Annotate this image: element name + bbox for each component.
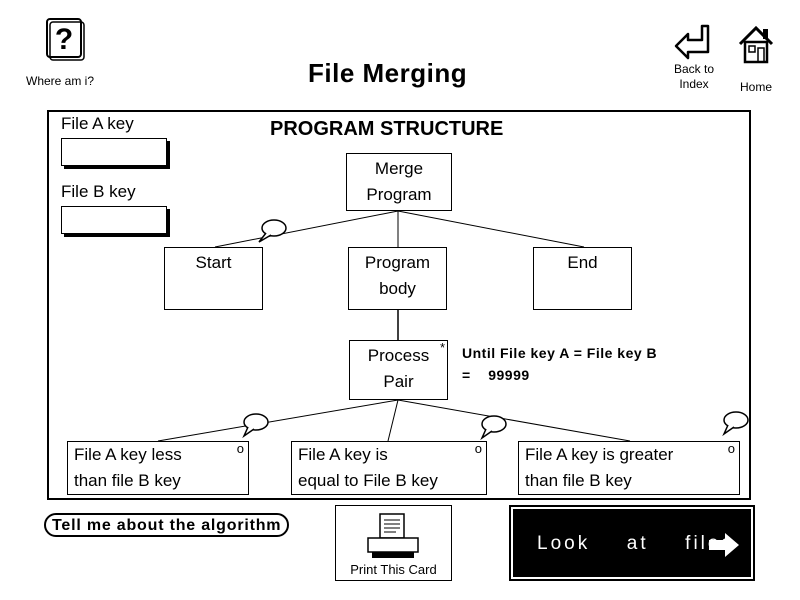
look-at-files-button[interactable]: Look at files <box>509 505 755 581</box>
printer-icon <box>367 513 419 558</box>
start-label: Start <box>195 253 232 272</box>
print-card-label: Print This Card <box>350 562 437 577</box>
selection-marker-equal: o <box>474 441 482 456</box>
equal-to-box: File A key is equal to File B key o <box>291 441 487 495</box>
back-arrow-icon <box>674 24 710 60</box>
selection-marker-greater: o <box>727 441 735 456</box>
greater-line1: File A key is greater <box>525 445 674 464</box>
process-pair-line2: Pair <box>383 372 414 391</box>
file-b-key-label: File B key <box>61 182 136 201</box>
help-button[interactable]: ? <box>44 16 85 61</box>
home-label: Home <box>739 80 772 94</box>
file-a-key-field[interactable] <box>61 138 167 166</box>
diagram-title: PROGRAM STRUCTURE <box>270 118 504 140</box>
file-b-key-field[interactable] <box>61 206 167 234</box>
home-button[interactable]: Home <box>736 24 776 94</box>
greater-line2: than file B key <box>525 471 632 490</box>
arrow-right-icon <box>709 533 739 557</box>
question-mark-icon: ? <box>46 18 85 61</box>
less-line2: than file B key <box>74 471 181 490</box>
greater-info-bubble-icon[interactable] <box>720 410 752 437</box>
process-pair-line1: Process <box>367 346 430 365</box>
back-label-line1: Back to <box>673 62 715 76</box>
merge-program-line2: Program <box>366 185 432 204</box>
program-body-box: Program body <box>348 247 447 310</box>
file-a-key-label: File A key <box>61 114 134 133</box>
back-to-index-button[interactable]: Back to Index <box>668 22 720 92</box>
back-label-line2: Index <box>679 77 709 91</box>
merge-program-box: Merge Program <box>346 153 452 211</box>
program-structure-panel <box>47 110 751 500</box>
equal-line1: File A key is <box>298 445 388 464</box>
end-label: End <box>567 253 598 272</box>
greater-than-box: File A key is greater than file B key o <box>518 441 740 495</box>
selection-marker-less: o <box>236 441 244 456</box>
start-box: Start <box>164 247 263 310</box>
iteration-marker: * <box>439 340 445 355</box>
print-card-button[interactable]: Print This Card <box>335 505 452 581</box>
until-line1: Until File key A = File key B <box>462 345 658 361</box>
home-icon <box>738 25 774 64</box>
less-info-bubble-icon[interactable] <box>240 412 272 439</box>
equal-info-bubble-icon[interactable] <box>478 414 510 441</box>
merge-program-line1: Merge <box>374 159 424 178</box>
equal-line2: equal to File B key <box>298 471 438 490</box>
end-box: End <box>533 247 632 310</box>
program-body-line2: body <box>379 279 416 298</box>
less-line1: File A key less <box>74 445 182 464</box>
svg-text:?: ? <box>55 23 73 56</box>
until-condition: Until File key A = File key B = 99999 <box>462 342 657 386</box>
until-line2: = 99999 <box>462 367 530 383</box>
program-body-line1: Program <box>364 253 431 272</box>
start-info-bubble-icon[interactable] <box>256 218 288 244</box>
help-label: Where am i? <box>26 74 95 88</box>
page-title: File Merging <box>308 58 468 88</box>
look-at-files-label: Look at files <box>537 533 734 554</box>
less-than-box: File A key less than file B key o <box>67 441 249 495</box>
tell-me-algorithm-button[interactable]: Tell me about the algorithm <box>44 513 290 537</box>
process-pair-box: Process Pair * <box>349 340 448 400</box>
